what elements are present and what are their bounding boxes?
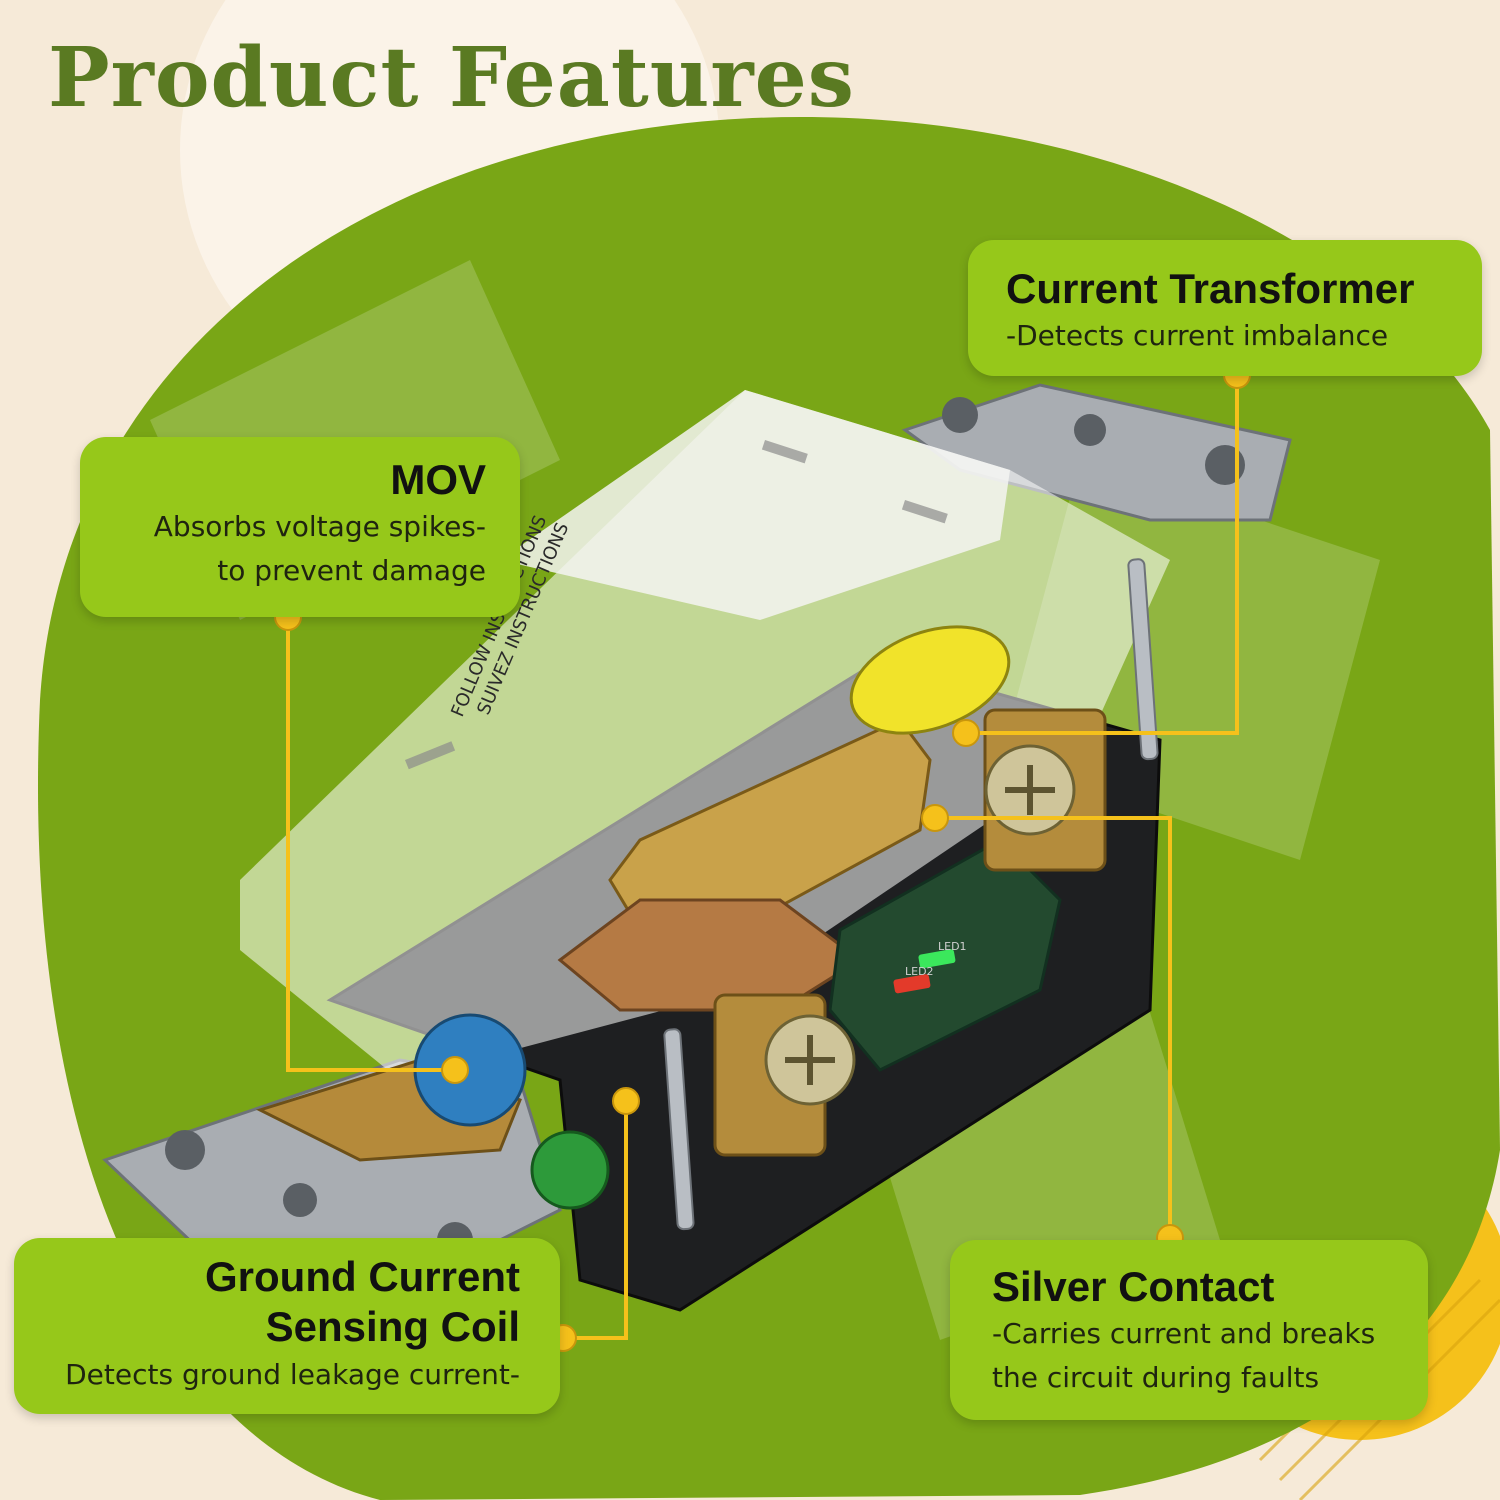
ground-screw: [530, 1130, 610, 1210]
leader-dot: [441, 1056, 469, 1084]
strap-hole: [942, 397, 978, 433]
callout-title: Current Transformer: [1006, 265, 1415, 312]
callout-description: Detects ground leakage current-: [65, 1357, 520, 1391]
strap-hole: [1074, 414, 1106, 446]
face-top-slab: [500, 390, 1010, 620]
terminal-screw: [983, 708, 1107, 872]
callout-mov: MOV Absorbs voltage spikes- to prevent d…: [80, 437, 520, 617]
page-title: Product Features: [48, 30, 855, 126]
leader-line-current-transformer: [966, 375, 1239, 735]
leader-dot: [952, 719, 980, 747]
callout-description: -Detects current imbalance: [1006, 319, 1389, 353]
callout-title: Silver Contact: [992, 1263, 1275, 1310]
leader-line-mov: [286, 617, 455, 1072]
current-transformer-body: [849, 625, 1011, 735]
leader-line-silver-contact: [935, 816, 1172, 1238]
mounting-screw: [1127, 558, 1159, 761]
leader-dot: [612, 1087, 640, 1115]
callout-silver-contact: Silver Contact -Carries current and brea…: [950, 1240, 1428, 1420]
callout-description-line-2: to prevent damage: [217, 553, 486, 587]
led2-label: LED2: [905, 965, 934, 978]
strap-hole: [283, 1183, 317, 1217]
led1-label: LED1: [938, 940, 967, 953]
callout-description-line-1: Absorbs voltage spikes-: [153, 510, 486, 544]
callout-title-line-1: Ground Current: [205, 1253, 520, 1300]
callout-description-line-1: -Carries current and breaks: [992, 1317, 1376, 1351]
led-red: [893, 974, 931, 994]
callout-current-transformer: Current Transformer -Detects current imb…: [968, 240, 1482, 376]
callout-description-line-2: the circuit during faults: [992, 1360, 1320, 1394]
led-green: [918, 949, 956, 969]
leader-dot: [921, 804, 949, 832]
callout-ground-current-sensing-coil: Ground Current Sensing Coil Detects grou…: [14, 1238, 560, 1414]
translucent-face: [240, 390, 1170, 1080]
leader-line-ground-current: [563, 1101, 628, 1340]
callout-title: MOV: [390, 456, 486, 503]
strap-hole: [165, 1130, 205, 1170]
mounting-screw: [663, 1028, 695, 1231]
callout-title-line-2: Sensing Coil: [265, 1303, 520, 1351]
terminal-screw: [713, 993, 856, 1157]
